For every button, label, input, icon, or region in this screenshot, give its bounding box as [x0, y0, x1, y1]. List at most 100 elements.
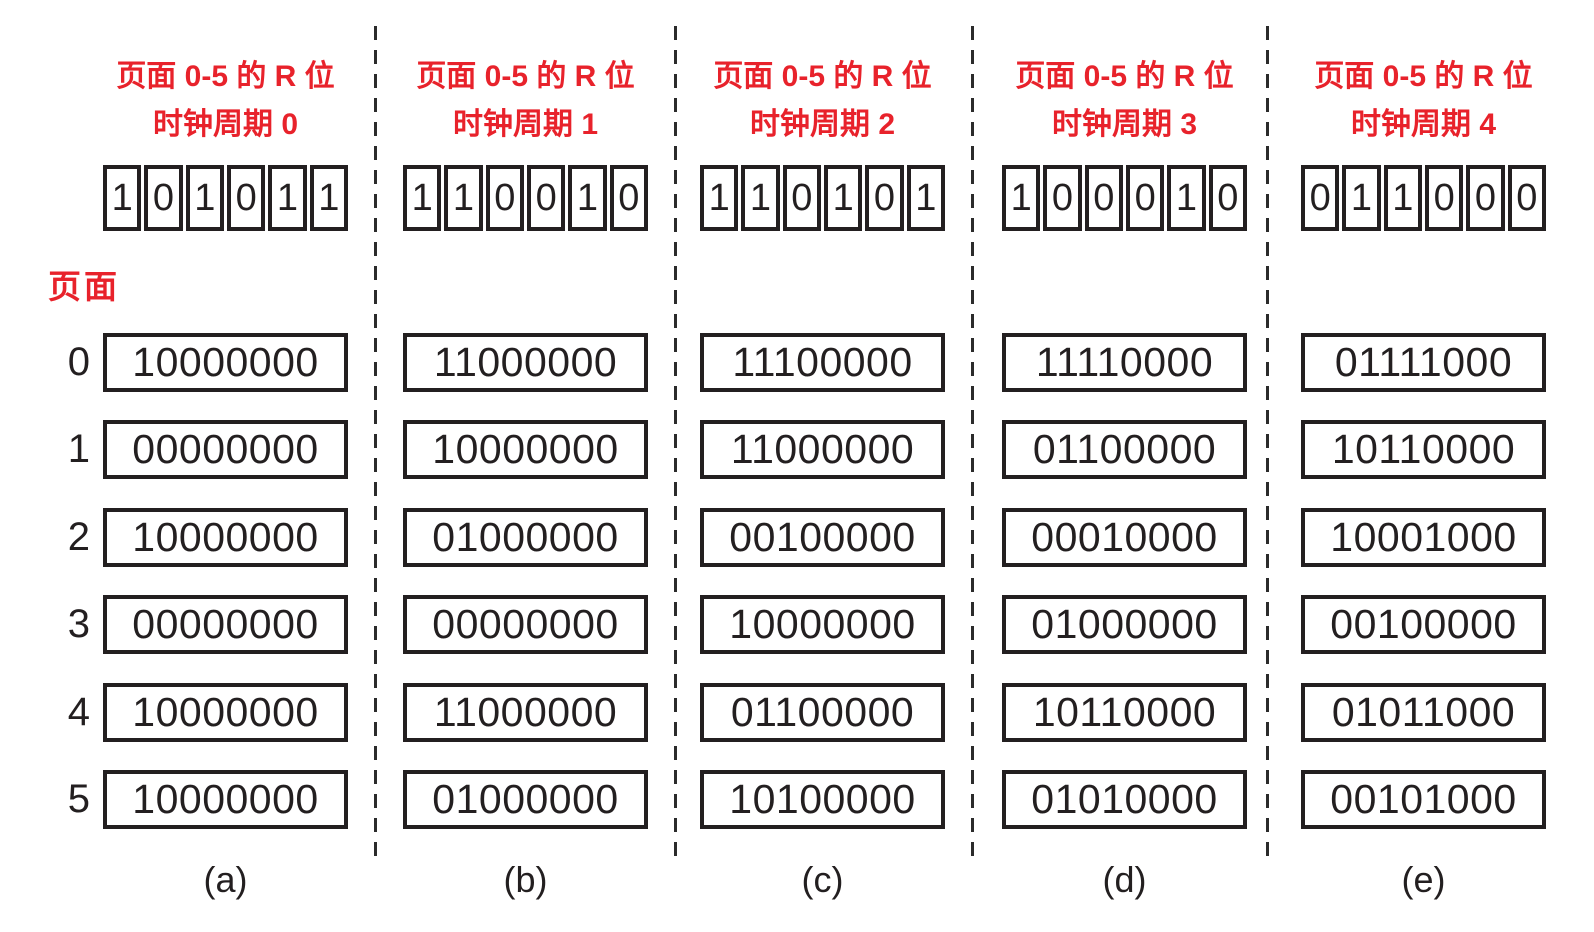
r-bit-cell: 0 [1208, 165, 1247, 231]
r-bit-cell: 1 [1342, 165, 1381, 231]
aging-counter: 00000000 [103, 595, 348, 654]
aging-counter: 00101000 [1301, 770, 1546, 829]
aging-counter: 01100000 [700, 683, 945, 742]
r-bit-cell: 0 [485, 165, 524, 231]
page-row-label: 0 [67, 340, 90, 384]
r-bit-cell: 1 [700, 165, 739, 231]
r-bit-cell: 0 [144, 165, 183, 231]
column-caption: (e) [1401, 859, 1446, 900]
r-bit-cell: 1 [823, 165, 863, 231]
page-row-label: 3 [67, 602, 90, 646]
aging-counter: 00000000 [403, 595, 648, 654]
column-title-line1: 页面 0-5 的 R 位 [713, 60, 932, 93]
r-bit-cell: 0 [782, 165, 821, 231]
r-bit-cell: 0 [1424, 165, 1464, 231]
column-title: 页面 0-5 的 R 位时钟周期 3 [962, 53, 1287, 149]
aging-counter: 10110000 [1301, 420, 1546, 479]
page-row-label: 5 [67, 777, 90, 821]
column-title-line1: 页面 0-5 的 R 位 [1015, 60, 1234, 93]
aging-counter: 11100000 [700, 333, 945, 392]
aging-counter: 10110000 [1002, 683, 1247, 742]
aging-counter: 11000000 [700, 420, 945, 479]
r-bit-cell: 1 [568, 165, 607, 231]
column-title: 页面 0-5 的 R 位时钟周期 0 [63, 53, 388, 149]
aging-counter: 11110000 [1002, 333, 1247, 392]
column-title-line2: 时钟周期 3 [1051, 108, 1198, 141]
r-bit-cell: 0 [226, 165, 266, 231]
dashed-separator [674, 26, 677, 856]
dashed-separator [971, 26, 974, 856]
column-caption: (c) [801, 859, 844, 900]
r-bit-cell: 1 [185, 165, 224, 231]
r-bit-cell: 0 [1125, 165, 1165, 231]
r-bit-cell: 0 [526, 165, 566, 231]
aging-counter: 10000000 [403, 420, 648, 479]
aging-counter: 10000000 [103, 770, 348, 829]
r-bit-cell: 0 [1466, 165, 1505, 231]
r-bit-cell: 1 [403, 165, 442, 231]
r-bit-cell: 0 [1301, 165, 1340, 231]
page-row-label: 2 [67, 515, 90, 559]
column-title-line1: 页面 0-5 的 R 位 [116, 60, 335, 93]
column-title: 页面 0-5 的 R 位时钟周期 1 [363, 53, 688, 149]
column-title-line2: 时钟周期 4 [1350, 108, 1497, 141]
aging-counter: 10000000 [103, 333, 348, 392]
aging-counter: 00100000 [700, 508, 945, 567]
r-bit-cell: 1 [906, 165, 945, 231]
aging-counter: 00100000 [1301, 595, 1546, 654]
column-title-line2: 时钟周期 2 [749, 108, 896, 141]
page-row-label: 4 [67, 690, 90, 734]
r-bit-cell: 0 [865, 165, 904, 231]
column-caption: (a) [203, 859, 248, 900]
aging-counter: 10000000 [700, 595, 945, 654]
page-row-label: 1 [67, 427, 90, 471]
column-caption: (d) [1102, 859, 1147, 900]
column-title: 页面 0-5 的 R 位时钟周期 4 [1261, 53, 1586, 149]
pages-label: 页面 [48, 268, 120, 305]
r-bit-cell: 1 [268, 165, 307, 231]
r-bit-cell: 1 [741, 165, 780, 231]
column-title-line1: 页面 0-5 的 R 位 [1314, 60, 1533, 93]
column-title-line1: 页面 0-5 的 R 位 [416, 60, 635, 93]
r-bit-cell: 1 [1383, 165, 1422, 231]
r-bit-cell: 1 [444, 165, 483, 231]
aging-counter: 10000000 [103, 508, 348, 567]
column-title-line2: 时钟周期 1 [452, 108, 599, 141]
aging-counter: 10001000 [1301, 508, 1546, 567]
r-bit-cell: 1 [103, 165, 142, 231]
aging-counter: 01100000 [1002, 420, 1247, 479]
r-bit-cell: 0 [1084, 165, 1123, 231]
aging-counter: 01111000 [1301, 333, 1546, 392]
aging-counter: 01000000 [403, 508, 648, 567]
r-bit-cell: 1 [309, 165, 348, 231]
aging-counter: 01010000 [1002, 770, 1247, 829]
r-bit-cell: 1 [1002, 165, 1041, 231]
aging-counter: 01011000 [1301, 683, 1546, 742]
aging-counter: 11000000 [403, 683, 648, 742]
column-caption: (b) [503, 859, 548, 900]
r-bit-cell: 0 [609, 165, 648, 231]
r-bit-cell: 1 [1167, 165, 1206, 231]
aging-counter: 10100000 [700, 770, 945, 829]
column-title: 页面 0-5 的 R 位时钟周期 2 [660, 53, 985, 149]
aging-counter: 01000000 [1002, 595, 1247, 654]
r-bit-cell: 0 [1507, 165, 1546, 231]
dashed-separator [374, 26, 377, 856]
r-bit-cell: 0 [1043, 165, 1082, 231]
aging-counter: 00000000 [103, 420, 348, 479]
column-title-line2: 时钟周期 0 [152, 108, 299, 141]
aging-counter: 00010000 [1002, 508, 1247, 567]
aging-counter: 11000000 [403, 333, 648, 392]
aging-counter: 10000000 [103, 683, 348, 742]
